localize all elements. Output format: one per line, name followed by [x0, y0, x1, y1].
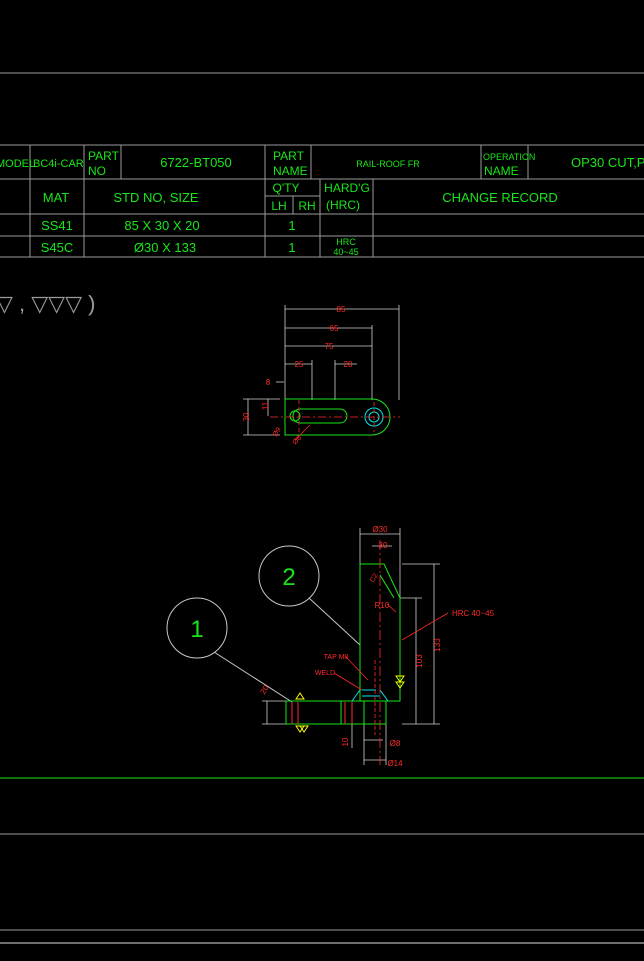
front-dim-10: 10	[341, 737, 350, 746]
balloon-1-circle	[166, 597, 228, 659]
front-dim-103: 103	[415, 654, 424, 668]
top-dim-30: 30	[242, 412, 251, 421]
row-2-qty: 1	[288, 240, 295, 255]
front-dim-r10: R10	[375, 601, 390, 610]
rh-header: RH	[298, 199, 315, 213]
front-view-dimension-lines	[262, 528, 440, 765]
lh-header: LH	[271, 199, 286, 213]
hardg-header-1: HARD'G	[324, 181, 370, 195]
front-dim-20: 20	[258, 683, 271, 696]
front-dim-c2: C2	[369, 573, 380, 584]
top-view-part-outline	[284, 398, 391, 436]
mat-header: MAT	[43, 190, 70, 205]
top-dim-20: 20	[344, 360, 353, 369]
balloon-2-label: 2	[282, 564, 295, 591]
balloon-1-label: 1	[190, 616, 203, 643]
front-dim-30: 30	[379, 541, 388, 550]
part-no-label-1: PART	[88, 149, 120, 163]
hardg-header-2: (HRC)	[326, 198, 360, 212]
weld-and-thread	[351, 689, 389, 702]
front-dim-30-top: Ø30	[372, 525, 388, 534]
row-2-hrc-1: HRC	[336, 237, 356, 247]
part-no-label-2: NO	[88, 164, 106, 178]
operation-label-1: OPERATION	[483, 152, 535, 162]
operation-value: OP30 CUT,PI	[571, 155, 644, 170]
balloon-leaders	[166, 545, 361, 703]
front-dim-14: Ø14	[387, 759, 403, 768]
frame-lines	[0, 72, 644, 944]
row-1-qty: 1	[288, 218, 295, 233]
top-dim-angle: Ø6	[292, 435, 304, 447]
front-view-leaders	[333, 603, 449, 691]
part-name-value: RAIL-ROOF FR	[356, 159, 420, 169]
title-block: MODEL BC4i-CAR PART NO 6722-BT050 PART N…	[0, 144, 644, 258]
front-dim-8: Ø8	[390, 739, 401, 748]
model-value: BC4i-CAR	[33, 158, 84, 170]
qty-header: Q'TY	[273, 181, 300, 195]
surface-finish-symbols: ▽ , ▽▽▽ )	[0, 291, 95, 316]
operation-label-2: NAME	[484, 164, 519, 178]
top-view: 85 65 75 25 20 8 30 11 Ø9 Ø6	[242, 305, 400, 446]
front-dim-133: 133	[433, 638, 442, 652]
front-dim-weld: WELD	[315, 670, 335, 677]
top-dim-65: 65	[330, 324, 339, 333]
balloon-2-circle	[258, 545, 320, 607]
row-2-size: Ø30 X 133	[134, 240, 196, 255]
title-block-grid	[0, 144, 644, 258]
change-record-header: CHANGE RECORD	[442, 190, 558, 205]
front-dim-hrc: HRC 40~45	[452, 609, 495, 618]
front-view: 1 2	[166, 525, 495, 768]
front-dim-tap: TAP M8	[324, 654, 349, 661]
part-name-label-1: PART	[273, 149, 305, 163]
top-dim-75: 75	[325, 342, 334, 351]
row-2-hrc-2: 40~45	[333, 247, 358, 257]
top-dim-85: 85	[337, 305, 346, 314]
top-dim-25: 25	[295, 360, 304, 369]
bar-part-1	[285, 700, 387, 725]
std-header: STD NO, SIZE	[113, 190, 199, 205]
part-no-value: 6722-BT050	[160, 155, 232, 170]
row-1-mat: SS41	[41, 218, 73, 233]
top-dim-8: 8	[266, 378, 271, 387]
row-1-size: 85 X 30 X 20	[124, 218, 199, 233]
part-name-label-2: NAME	[273, 164, 308, 178]
hole-lines	[291, 702, 353, 724]
top-dim-9: Ø9	[272, 426, 283, 438]
top-dim-11: 11	[261, 401, 270, 410]
surface-triangles	[295, 675, 405, 733]
model-label: MODEL	[0, 158, 35, 170]
row-2-mat: S45C	[41, 240, 74, 255]
top-view-dimension-lines	[243, 305, 400, 436]
top-view-leader	[294, 424, 311, 441]
